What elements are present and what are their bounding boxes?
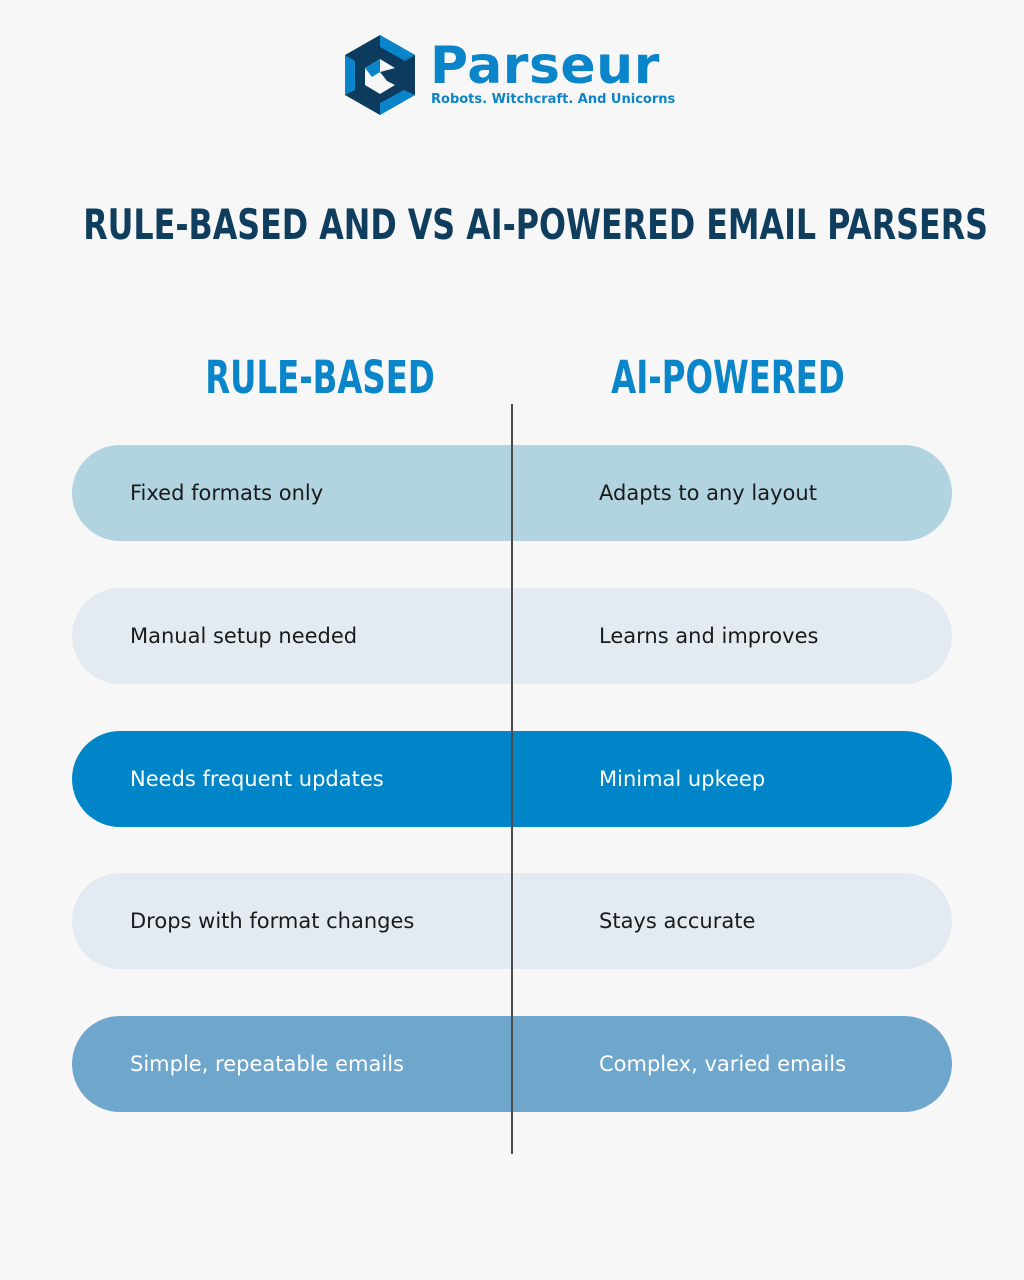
ai-powered-trait: Learns and improves [599, 624, 819, 648]
logo-wordmark: Parseur [430, 36, 660, 96]
page-title: RULE-BASED AND VS AI-POWERED EMAIL PARSE… [83, 200, 989, 249]
column-heading-ai-powered: AI-POWERED [611, 351, 845, 404]
parseur-logo: Parseur Robots. Witchcraft. And Unicorns [344, 34, 694, 116]
parseur-cube-icon [345, 35, 415, 115]
ai-powered-trait: Complex, varied emails [599, 1052, 847, 1076]
ai-powered-trait: Adapts to any layout [599, 481, 817, 505]
column-divider [511, 404, 513, 1154]
ai-powered-trait: Minimal upkeep [599, 767, 766, 791]
rule-based-trait: Drops with format changes [130, 909, 415, 933]
rule-based-trait: Needs frequent updates [130, 767, 384, 791]
rule-based-trait: Manual setup needed [130, 624, 358, 648]
rule-based-trait: Fixed formats only [130, 481, 324, 505]
rule-based-trait: Simple, repeatable emails [130, 1052, 404, 1076]
column-heading-rule-based: RULE-BASED [205, 351, 435, 404]
logo-tagline: Robots. Witchcraft. And Unicorns [431, 92, 676, 107]
ai-powered-trait: Stays accurate [599, 909, 756, 933]
